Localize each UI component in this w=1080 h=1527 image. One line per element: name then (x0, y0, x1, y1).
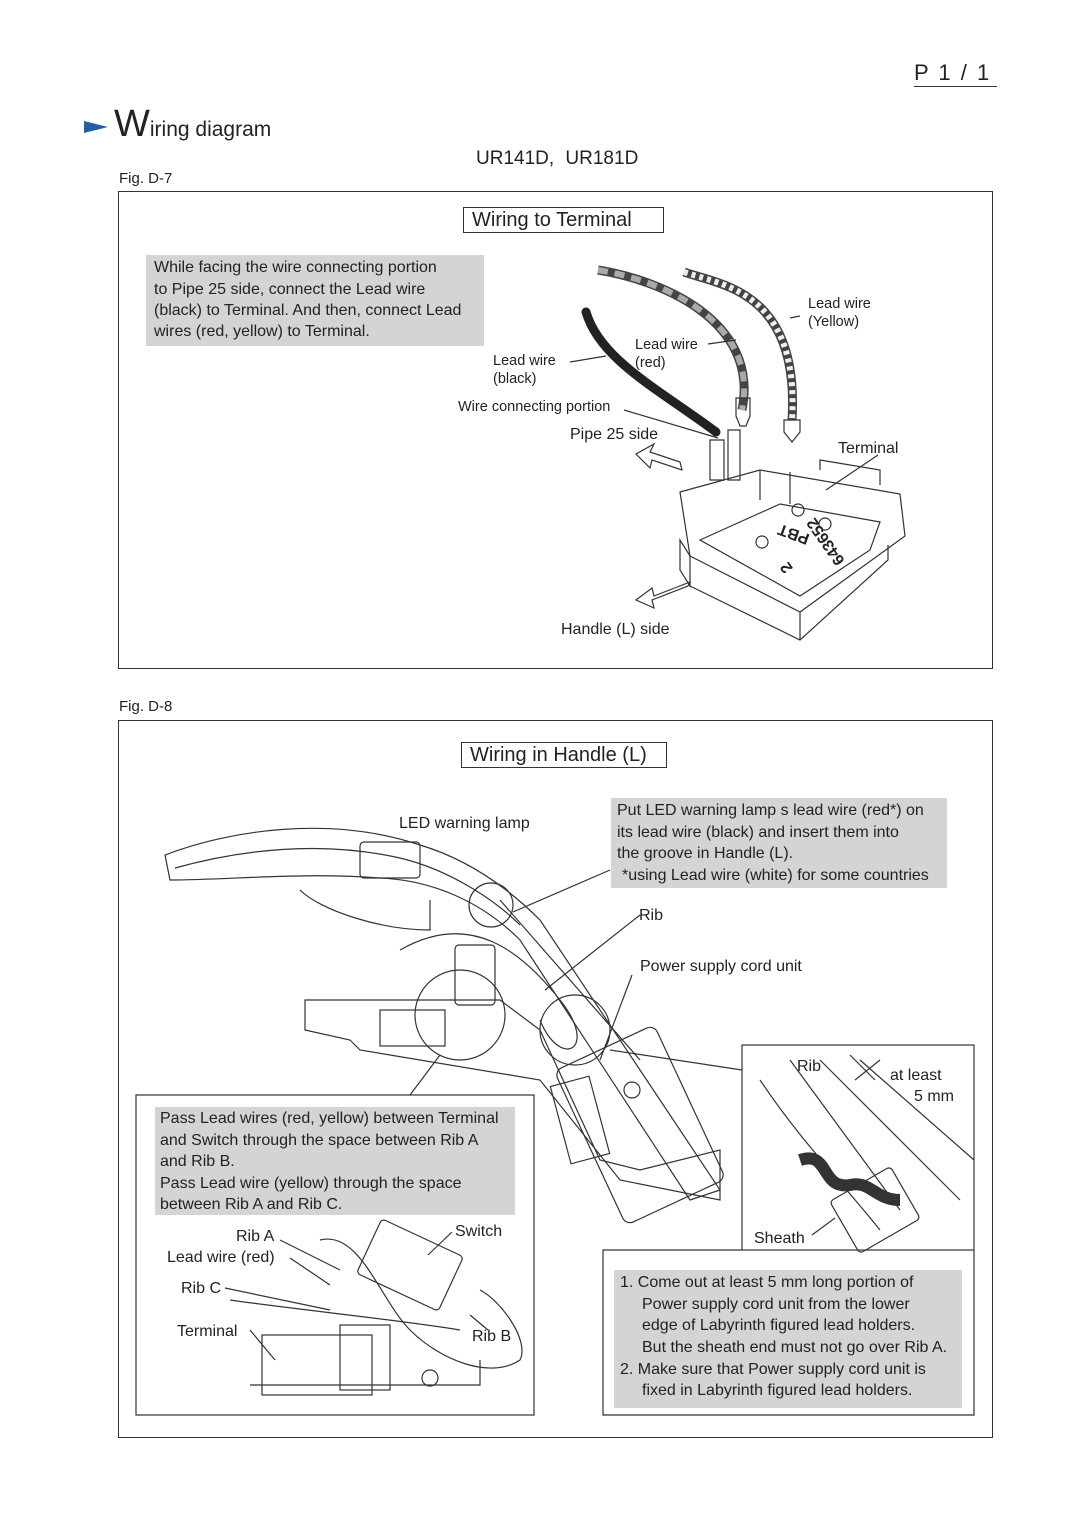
pass-note-line: between Rib A and Rib C. (160, 1196, 343, 1213)
fig-d7-label: Fig. D-7 (119, 170, 173, 187)
callout-rib: Rib (639, 907, 664, 924)
fig-d7-title: Wiring to Terminal (463, 207, 664, 233)
led-note-line: Put LED warning lamp s lead wire (red*) … (617, 802, 924, 819)
fig-d7-frame (118, 191, 993, 669)
callout-rib-a: Rib A (236, 1228, 275, 1245)
pass-note: Pass Lead wires (red, yellow) between Te… (155, 1107, 515, 1215)
fig-d8-frame (118, 720, 993, 1438)
led-footnote: *using Lead wire (white) for some countr… (622, 867, 929, 884)
callout-lead-yellow: Lead wire (808, 296, 871, 312)
led-note-line: the groove in Handle (L). (617, 845, 794, 862)
section-title-initial: W (114, 103, 150, 145)
led-note-line: its lead wire (black) and insert them in… (617, 824, 899, 841)
callout-sheath: Sheath (754, 1230, 805, 1247)
callout-lead-red: Lead wire (635, 337, 698, 353)
callout-rib-b: Rib B (472, 1328, 512, 1345)
terminal-illustration (569, 265, 906, 641)
instruction-line: While facing the wire connecting portion (154, 259, 437, 276)
pass-note-line: and Rib B. (160, 1153, 235, 1170)
cord-step-line: fixed in Labyrinth figured lead holders. (642, 1382, 913, 1399)
callout-terminal: Terminal (177, 1323, 238, 1340)
callout-rib-detail: Rib (797, 1058, 822, 1075)
instruction-line: to Pipe 25 side, connect the Lead wire (154, 281, 426, 298)
callout-five-mm: 5 mm (914, 1088, 954, 1105)
page-number: P 1 / 1 (914, 60, 998, 87)
callout-lead-yellow-color: (Yellow) (808, 314, 860, 330)
fig-d7-instruction: While facing the wire connecting portion… (146, 255, 484, 346)
callout-rib-c: Rib C (181, 1280, 222, 1297)
fig-d8-title: Wiring in Handle (L) (461, 742, 667, 768)
pass-note-line: Pass Lead wires (red, yellow) between Te… (160, 1110, 499, 1127)
callout-lead-black-color: (black) (493, 371, 537, 387)
callout-lead-black: Lead wire (493, 353, 556, 369)
callout-lead-red-color: (red) (635, 355, 666, 371)
callout-handle-side: Handle (L) side (561, 621, 670, 638)
cord-step-line: Power supply cord unit from the lower (642, 1296, 910, 1313)
section-title-rest: iring diagram (149, 118, 272, 141)
callout-led-lamp: LED warning lamp (399, 815, 530, 832)
section-arrow-icon (84, 121, 108, 133)
instruction-line: (black) to Terminal. And then, connect L… (154, 302, 462, 319)
pass-note-line: and Switch through the space between Rib… (160, 1132, 479, 1149)
fig-d8-label: Fig. D-8 (119, 698, 173, 715)
model-names: UR141D, UR181D (476, 148, 639, 169)
callout-power-cord: Power supply cord unit (640, 958, 802, 975)
cord-step-line: 2. Make sure that Power supply cord unit… (620, 1361, 926, 1378)
cord-step-line: 1. Come out at least 5 mm long portion o… (620, 1274, 914, 1291)
section-title: Wiring diagram (114, 104, 271, 144)
callout-terminal: Terminal (838, 440, 899, 457)
led-note: Put LED warning lamp s lead wire (red*) … (611, 798, 947, 888)
cord-steps: 1. Come out at least 5 mm long portion o… (614, 1270, 962, 1408)
cord-step-line: But the sheath end must not go over Rib … (642, 1339, 948, 1356)
callout-at-least: at least (890, 1067, 942, 1084)
callout-lead-red: Lead wire (red) (167, 1249, 275, 1266)
instruction-line: wires (red, yellow) to Terminal. (154, 323, 370, 340)
cord-step-line: edge of Labyrinth figured lead holders. (642, 1317, 916, 1334)
callout-wire-connecting: Wire connecting portion (458, 399, 611, 415)
pass-note-line: Pass Lead wire (yellow) through the spac… (160, 1175, 462, 1192)
callout-switch: Switch (455, 1223, 503, 1240)
callout-pipe-side: Pipe 25 side (570, 426, 659, 443)
